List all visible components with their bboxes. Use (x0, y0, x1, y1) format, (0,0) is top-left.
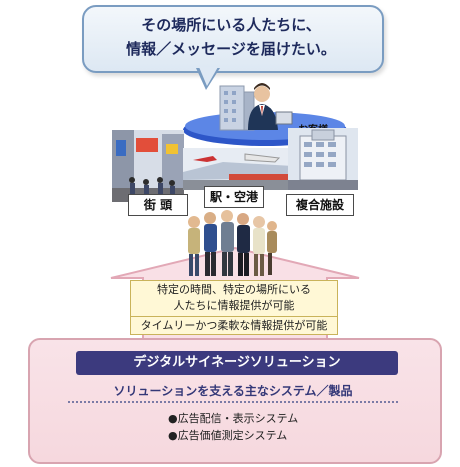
complex-facility-photo (288, 128, 358, 190)
location-street: 街 頭 (128, 194, 188, 216)
location-station-airport: 駅・空港 (204, 186, 264, 208)
benefit-1-line-1: 特定の時間、特定の場所にいる (157, 283, 311, 296)
benefit-box-1: 特定の時間、特定の場所にいる 人たちに情報提供が可能 (130, 280, 338, 317)
system-item-ad-delivery: ●広告配信・表示システム (168, 412, 299, 425)
systems-title: ソリューションを支える主なシステム／製品 (113, 384, 353, 398)
speech-bubble-text: その場所にいる人たちに、 情報／メッセージを届けたい。 (82, 13, 380, 61)
location-complex-facility: 複合施設 (286, 194, 354, 216)
people-group-icon (188, 210, 277, 276)
benefit-1-line-2: 人たちに情報提供が可能 (173, 299, 295, 312)
speech-line-1: その場所にいる人たちに、 (141, 16, 321, 34)
benefit-box-2: タイムリーかつ柔軟な情報提供が可能 (130, 316, 338, 335)
dotted-divider (68, 401, 398, 403)
street-photo (112, 130, 184, 202)
station-airport-photo (183, 148, 293, 190)
solution-title: デジタルサイネージソリューション (76, 351, 398, 375)
customer-illustration: お客様 (183, 83, 347, 146)
speech-line-2: 情報／メッセージを届けたい。 (126, 40, 336, 58)
speech-bubble (82, 5, 384, 73)
office-building-icon (219, 85, 255, 131)
system-item-ad-value: ●広告価値測定システム (168, 429, 288, 442)
crowd-illustration (188, 210, 277, 276)
businessman-icon (248, 83, 293, 130)
